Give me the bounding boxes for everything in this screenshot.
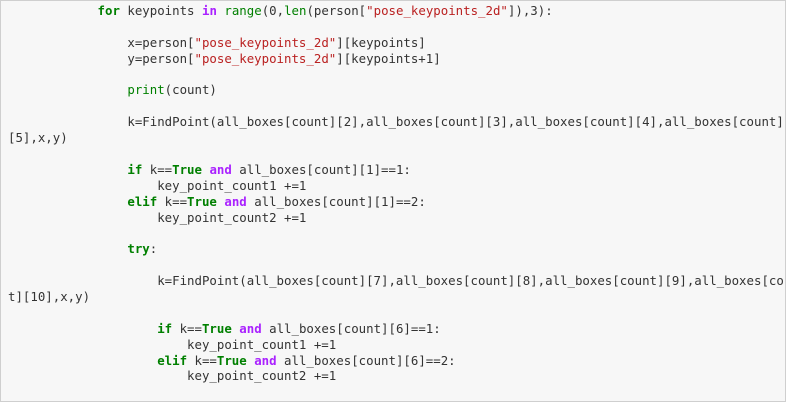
code-line: if k==True and all_boxes[count][6]==1:: [8, 320, 785, 337]
code-token: [8, 353, 157, 368]
code-line: key_point_count2 +=1: [8, 368, 785, 384]
code-token: (count): [164, 82, 217, 98]
code-token: t][10],x,y): [8, 289, 91, 305]
code-token-kw: True: [216, 352, 247, 368]
code-token-op: and: [254, 352, 277, 368]
code-line: key_point_count1 +=1: [8, 177, 785, 194]
code-token-bi: len: [284, 3, 307, 18]
code-token-op: in: [201, 3, 217, 18]
code-token: all_boxes[count][6]==2:: [276, 352, 456, 368]
code-token: x=person[: [8, 34, 195, 50]
code-token: [8, 241, 127, 256]
code-token-kw: for: [97, 3, 120, 18]
code-line: key_point_count1 +=1: [8, 336, 785, 353]
code-token: k=FindPoint(all_boxes[count][2],all_boxe…: [8, 114, 784, 130]
code-token: [8, 162, 127, 177]
code-token-kw: if: [157, 320, 173, 336]
code-line: [8, 98, 785, 114]
code-token: all_boxes[count][6]==1:: [261, 320, 441, 336]
code-line: [8, 225, 785, 241]
code-token-kw: elif: [127, 193, 158, 209]
code-token: :: [149, 241, 158, 257]
code-token: [5],x,y): [8, 130, 68, 146]
code-token: k=FindPoint(all_boxes[count][7],all_boxe…: [8, 273, 786, 289]
code-token-st: "pose_keypoints_2d": [194, 34, 337, 50]
code-editor[interactable]: for keypoints in range(0,len(person["pos…: [8, 3, 786, 384]
code-line: try:: [8, 241, 785, 257]
code-line: [8, 305, 785, 321]
code-token-op: and: [209, 161, 232, 177]
code-token: key_point_count2 +=1: [8, 209, 307, 225]
code-token: k==: [157, 193, 188, 209]
code-token: ][keypoints]: [336, 34, 426, 50]
code-token-kw: if: [127, 161, 143, 177]
code-token-kw: True: [172, 161, 202, 177]
code-line: [8, 19, 785, 35]
code-token-st: "pose_keypoints_2d": [194, 50, 337, 66]
code-line: [8, 257, 785, 273]
code-line: if k==True and all_boxes[count][1]==1:: [8, 161, 785, 178]
code-line: k=FindPoint(all_boxes[count][7],all_boxe…: [8, 273, 786, 289]
code-token-op: and: [239, 320, 262, 336]
code-token-bi: range: [224, 3, 262, 18]
code-line: for keypoints in range(0,len(person["pos…: [8, 3, 785, 19]
code-token: (0,: [261, 3, 285, 18]
code-token: [8, 194, 127, 209]
code-line: x=person["pose_keypoints_2d"][keypoints]: [8, 34, 785, 51]
code-token: key_point_count1 +=1: [8, 177, 307, 193]
code-token: (person[: [306, 3, 367, 18]
code-token: ]),3):: [507, 3, 553, 18]
code-line: print(count): [8, 82, 785, 98]
code-token: k==: [187, 352, 217, 368]
code-token-kw: elif: [157, 352, 188, 368]
code-token: all_boxes[count][1]==1:: [231, 161, 411, 177]
code-token: [8, 321, 157, 336]
code-token: all_boxes[count][1]==2:: [246, 193, 426, 209]
code-token-kw: True: [187, 193, 217, 209]
code-line: [8, 67, 785, 83]
code-line: elif k==True and all_boxes[count][1]==2:: [8, 193, 785, 210]
code-token: key_point_count1 +=1: [8, 336, 337, 352]
code-token-op: and: [224, 193, 247, 209]
code-token-bi: print: [127, 82, 165, 98]
code-token-st: "pose_keypoints_2d": [366, 3, 508, 18]
code-token: keypoints: [119, 3, 202, 18]
code-line: t][10],x,y): [8, 289, 785, 305]
code-token: k==: [142, 161, 173, 177]
code-line: elif k==True and all_boxes[count][6]==2:: [8, 352, 785, 369]
code-token: [8, 3, 98, 18]
code-line: [5],x,y): [8, 130, 785, 146]
code-token: ][keypoints+1]: [336, 50, 441, 66]
code-token-kw: try: [127, 241, 150, 257]
code-line: k=FindPoint(all_boxes[count][2],all_boxe…: [8, 114, 785, 130]
code-token: key_point_count2 +=1: [8, 368, 337, 384]
code-line: [8, 146, 785, 162]
code-line: key_point_count2 +=1: [8, 209, 785, 226]
code-token-kw: True: [201, 320, 232, 336]
code-token: y=person[: [8, 50, 195, 66]
code-line: y=person["pose_keypoints_2d"][keypoints+…: [8, 50, 785, 67]
code-token: [8, 82, 127, 97]
code-token: k==: [172, 320, 202, 336]
